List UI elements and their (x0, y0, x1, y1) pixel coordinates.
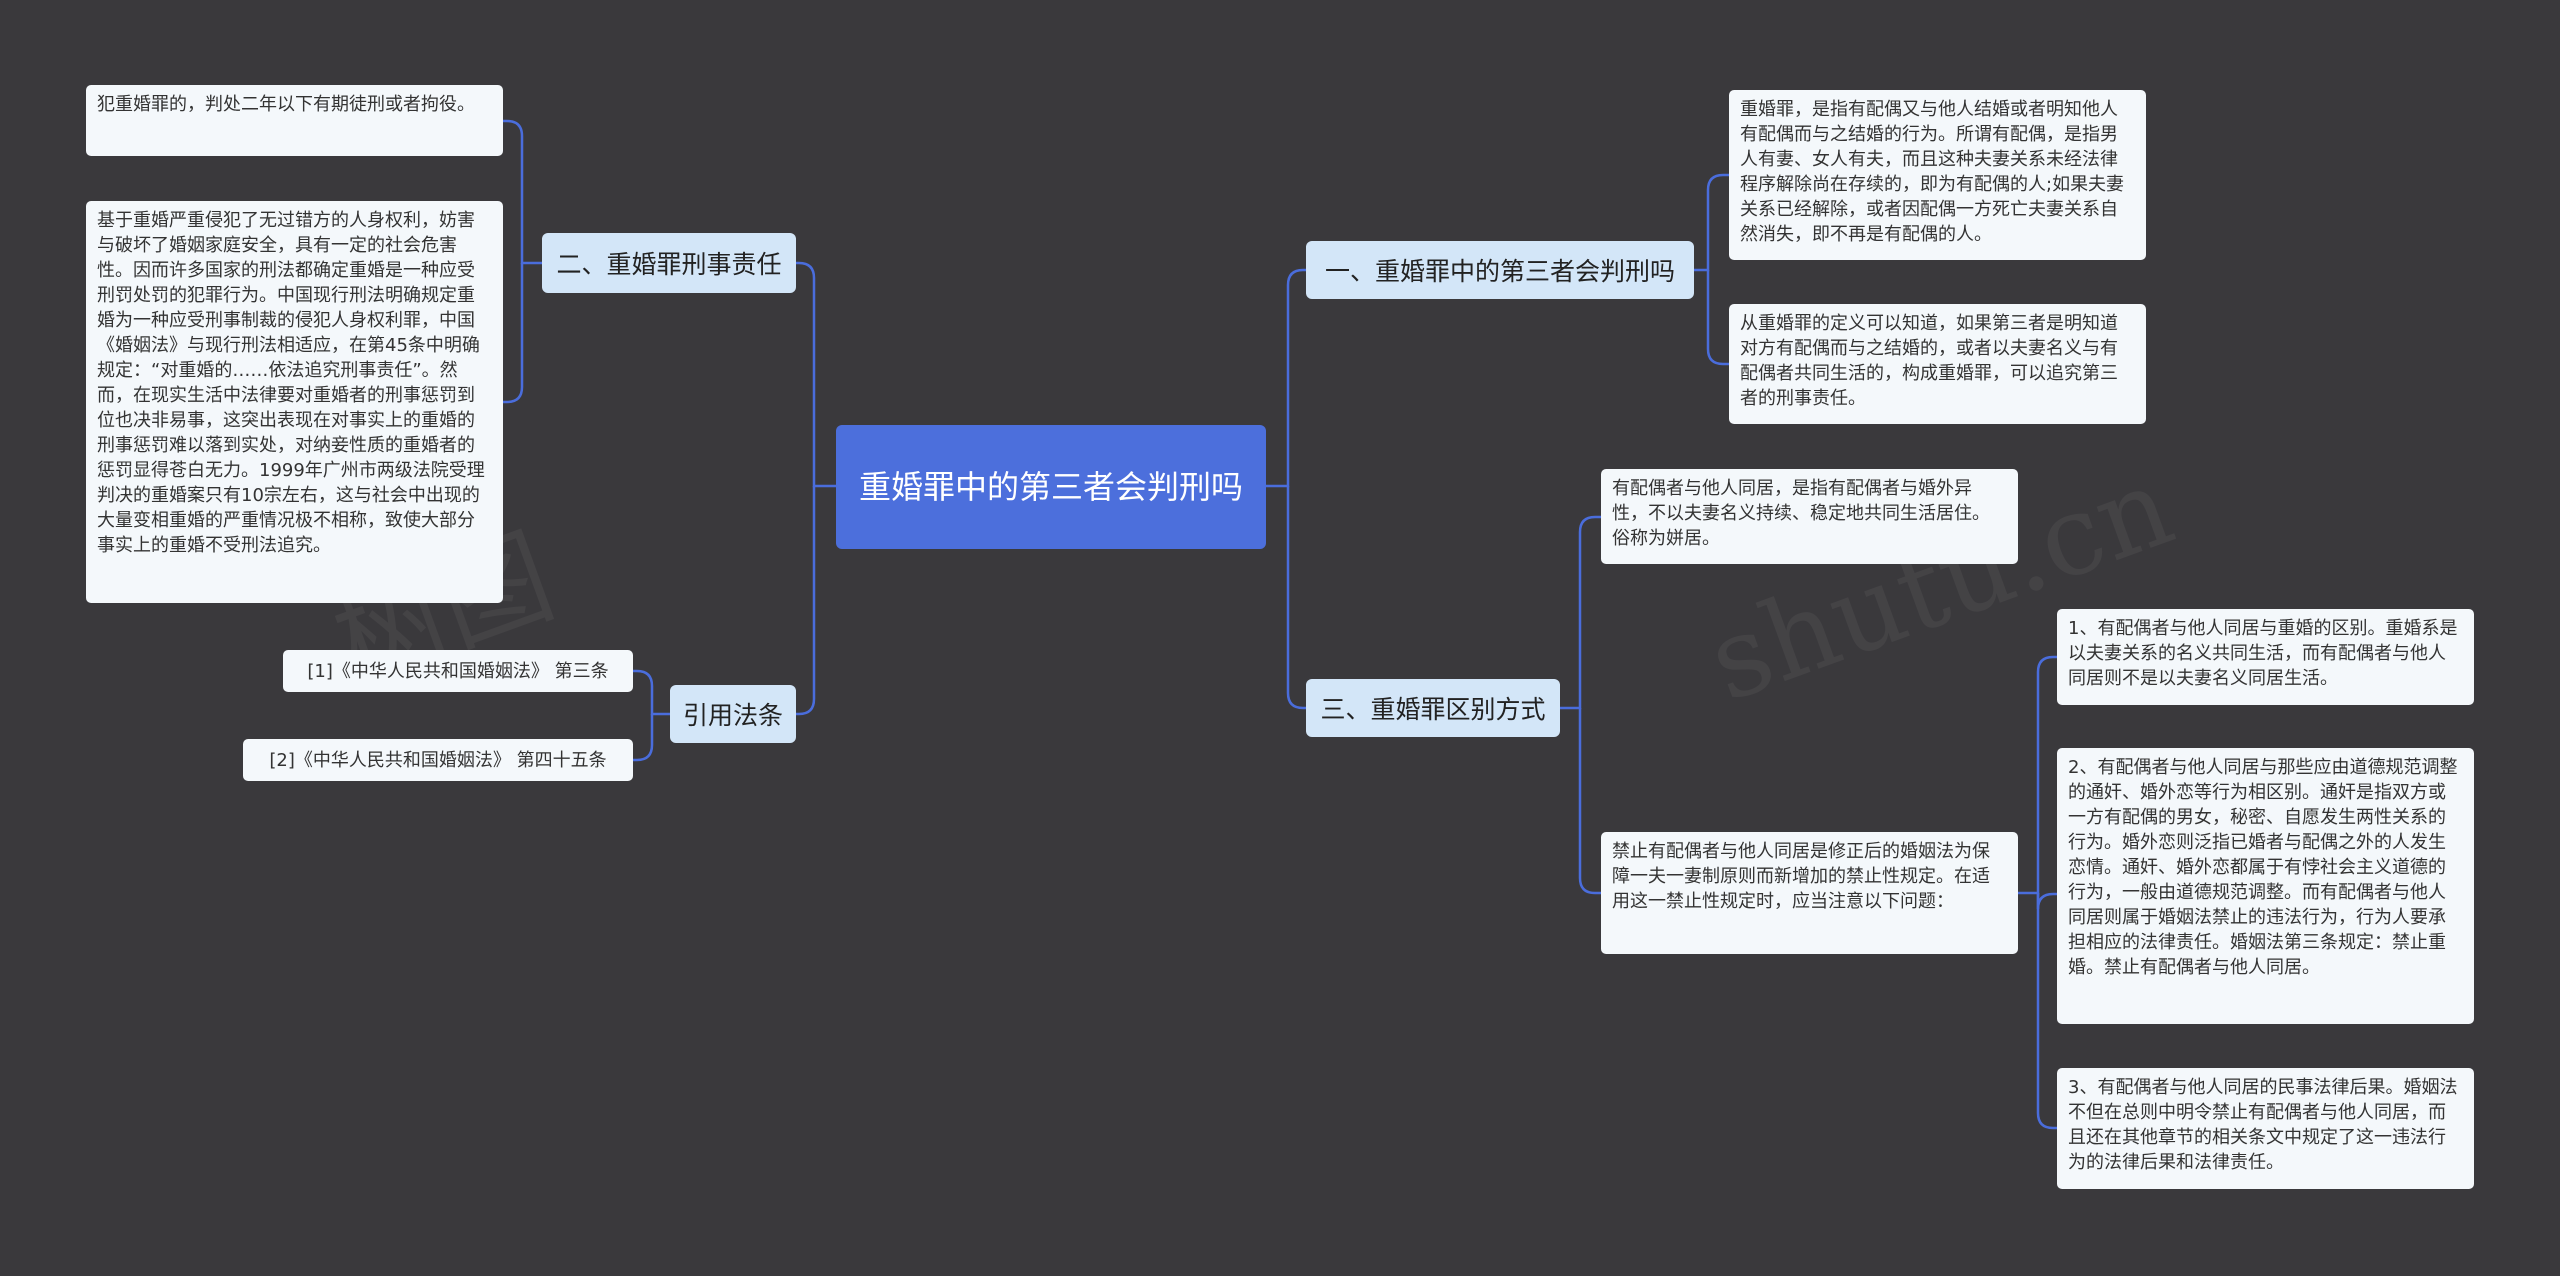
leaf-topic-b3-1[interactable]: 有配偶者与他人同居，是指有配偶者与婚外异性，不以夫妻名义持续、稳定地共同生活居住… (1601, 469, 2018, 564)
leaf-topic-b3-2-1[interactable]: 1、有配偶者与他人同居与重婚的区别。重婚系是以夫妻关系的名义共同生活，而有配偶者… (2057, 609, 2474, 705)
branch-topic-4-label: 引用法条 (682, 701, 783, 730)
branch-topic-2[interactable]: 二、重婚罪刑事责任 (542, 233, 796, 293)
leaf-topic-b3-2-3[interactable]: 3、有配偶者与他人同居的民事法律后果。婚姻法不但在总则中明令禁止有配偶者与他人同… (2057, 1068, 2474, 1189)
branch-topic-4[interactable]: 引用法条 (670, 685, 796, 743)
leaf-topic-b1-2[interactable]: 从重婚罪的定义可以知道，如果第三者是明知道对方有配偶而与之结婚的，或者以夫妻名义… (1729, 304, 2146, 424)
leaf-topic-b3-2-2[interactable]: 2、有配偶者与他人同居与那些应由道德规范调整的通奸、婚外恋等行为相区别。通奸是指… (2057, 748, 2474, 1024)
root-topic-label: 重婚罪中的第三者会判刑吗 (858, 468, 1243, 506)
leaf-topic-b4-2[interactable]: [2]《中华人民共和国婚姻法》 第四十五条 (243, 739, 633, 781)
branch-topic-1-label: 一、重婚罪中的第三者会判刑吗 (1324, 257, 1675, 286)
leaf-topic-b2-2[interactable]: 基于重婚严重侵犯了无过错方的人身权利，妨害与破坏了婚姻家庭安全，具有一定的社会危… (86, 201, 503, 603)
leaf-topic-b2-1[interactable]: 犯重婚罪的，判处二年以下有期徒刑或者拘役。 (86, 85, 503, 156)
branch-topic-3[interactable]: 三、重婚罪区别方式 (1306, 679, 1560, 737)
branch-topic-2-label: 二、重婚罪刑事责任 (556, 250, 782, 279)
leaf-topic-b4-1[interactable]: [1]《中华人民共和国婚姻法》 第三条 (283, 650, 633, 692)
leaf-topic-b3-2[interactable]: 禁止有配偶者与他人同居是修正后的婚姻法为保障一夫一妻制原则而新增加的禁止性规定。… (1601, 832, 2018, 954)
root-topic[interactable]: 重婚罪中的第三者会判刑吗 (836, 425, 1266, 549)
leaf-topic-b1-1[interactable]: 重婚罪，是指有配偶又与他人结婚或者明知他人有配偶而与之结婚的行为。所谓有配偶，是… (1729, 90, 2146, 260)
branch-topic-1[interactable]: 一、重婚罪中的第三者会判刑吗 (1306, 241, 1694, 299)
branch-topic-3-label: 三、重婚罪区别方式 (1320, 695, 1546, 724)
